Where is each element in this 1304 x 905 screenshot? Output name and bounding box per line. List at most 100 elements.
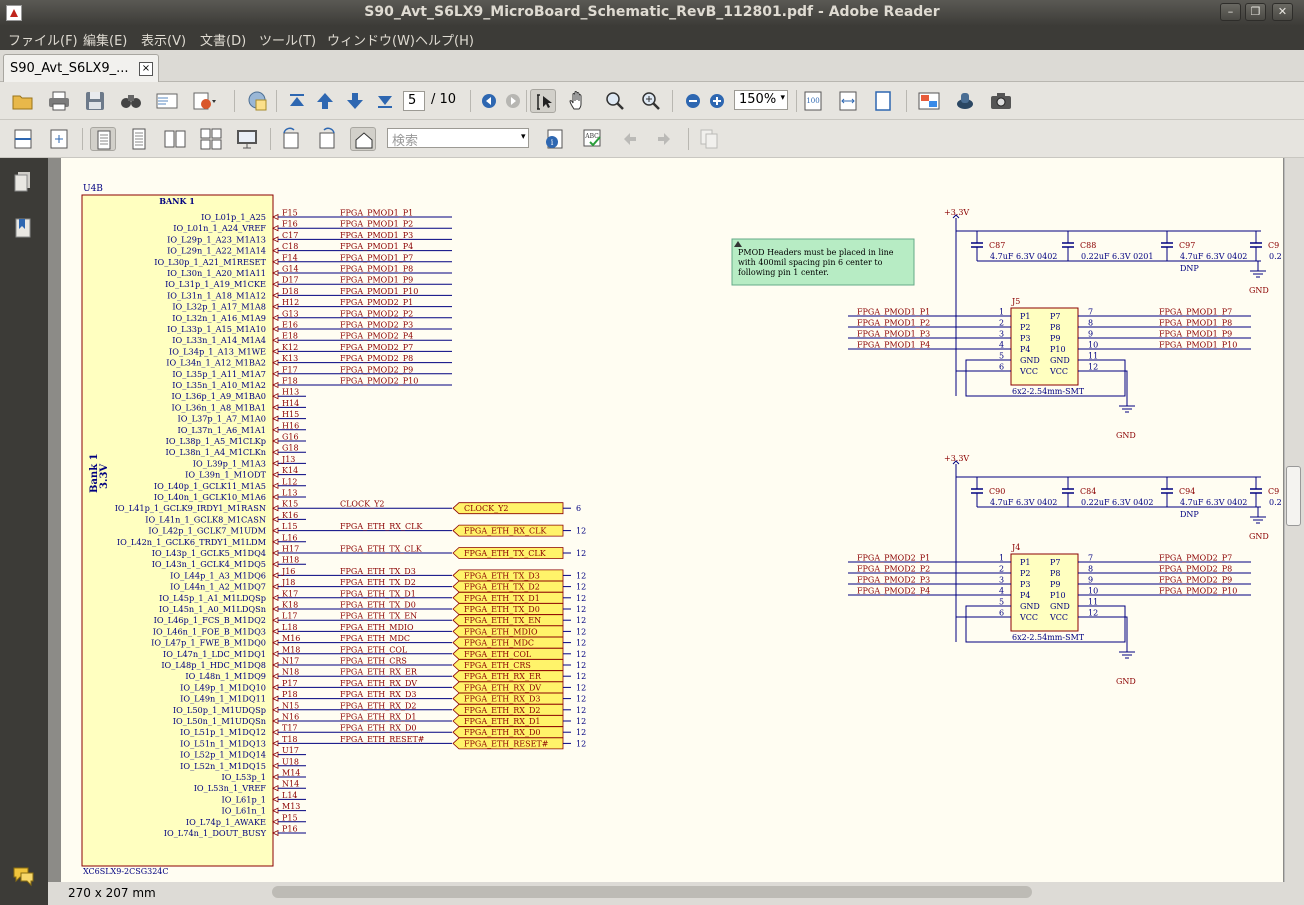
zoom-level-select[interactable]: 150%▾ [734,90,788,110]
menu-document[interactable]: 文書(D) [200,34,247,49]
document-tab[interactable]: S90_Avt_S6LX9_... × [3,54,159,82]
fit-page-icon[interactable] [870,89,896,113]
menu-help[interactable]: ヘルプ(H) [415,34,474,49]
comments-panel-icon[interactable] [12,863,34,887]
select-tool-icon[interactable] [530,89,556,113]
save-icon[interactable] [82,89,108,113]
pin-arrow-icon [272,415,279,422]
note-line-3: following pin 1 center. [738,268,829,277]
full-screen-icon[interactable] [46,127,72,151]
document-properties-icon[interactable]: i [542,127,568,151]
read-aloud-icon[interactable] [952,89,978,113]
bookmarks-panel-icon[interactable] [12,216,34,240]
tab-close-icon[interactable]: × [139,62,153,76]
header-pin-number: 1 [999,308,1004,317]
menu-tools[interactable]: ツール(T) [259,34,317,49]
first-page-icon[interactable] [284,89,310,113]
port-page-ref: 12 [576,594,586,603]
email-icon[interactable] [154,89,180,113]
pin-name: IO_L61p_1 [222,794,266,804]
ball-number: K15 [282,500,298,509]
actual-size-icon[interactable]: 100 [800,89,826,113]
pin-arrow-icon [272,337,279,344]
reading-mode-icon[interactable] [916,89,942,113]
cap-ref: C9 [1268,241,1279,250]
gnd-label: GND [1116,431,1136,440]
find-binoculars-icon[interactable] [118,89,144,113]
print-icon[interactable] [46,89,72,113]
last-page-icon[interactable] [372,89,398,113]
pin-arrow-icon [272,549,279,557]
header-pin-number: 8 [1088,319,1093,328]
split-view-icon[interactable] [10,127,36,151]
home-icon[interactable] [350,127,376,151]
hand-tool-icon[interactable] [566,89,592,113]
spell-check-icon[interactable]: ABC [580,127,606,151]
port-label: FPGA_ETH_TX_D0 [464,605,540,614]
header-pin-number: 9 [1088,330,1093,339]
pin-name: IO_L34p_1_A13_M1WE [169,346,266,356]
header-pin-name: P1 [1020,312,1030,321]
zoom-in-icon[interactable] [704,89,730,113]
vertical-scroll-thumb[interactable] [1286,466,1301,526]
pmod-net-label: FPGA_PMOD2_P9 [1159,576,1232,585]
minimize-button[interactable]: – [1220,3,1241,21]
rotate-right-icon[interactable] [314,127,340,151]
pin-name: IO_L33p_1_A15_M1A10 [167,324,266,334]
maximize-button[interactable]: ❐ [1245,3,1266,21]
go-back-icon[interactable] [476,89,502,113]
pin-arrow-icon [272,751,279,758]
go-forward-icon[interactable] [500,89,526,113]
copy-icon[interactable] [696,127,722,151]
horizontal-scroll-thumb[interactable] [272,886,1032,898]
port-page-ref: 6 [576,504,581,513]
header-pin-number: 12 [1088,363,1098,372]
header-pin-number: 10 [1088,341,1098,350]
zoom-out-icon[interactable] [680,89,706,113]
two-up-continuous-icon[interactable] [198,127,224,151]
menu-window[interactable]: ウィンドウ(W) [327,34,415,49]
port-label: FPGA_ETH_RX_D0 [464,728,540,737]
pmod-net-label: FPGA_PMOD1_P10 [1159,341,1237,350]
create-pdf-icon[interactable] [244,89,270,113]
page-number-input[interactable]: 5 [403,91,425,111]
next-page-icon[interactable] [342,89,368,113]
previous-page-icon[interactable] [312,89,338,113]
pmod-net-label: FPGA_PMOD1_P1 [857,308,930,317]
undo-icon[interactable] [616,127,642,151]
ball-number: T17 [282,724,298,733]
net-label: FPGA_ETH_RX_D3 [340,690,416,699]
menu-file[interactable]: ファイル(F) [8,34,78,49]
snapshot-camera-icon[interactable] [988,89,1014,113]
marquee-zoom-icon[interactable] [602,89,628,113]
pages-panel-icon[interactable] [12,170,34,194]
menu-view[interactable]: 表示(V) [141,34,187,49]
header-pin-number: 6 [999,363,1004,372]
presentation-icon[interactable] [234,127,260,151]
open-folder-icon[interactable] [10,89,36,113]
fit-width-icon[interactable] [835,89,861,113]
pdf-page: U4B BANK 1 Bank 1 3.3V XC6SLX9-2CSG324C … [61,158,1283,882]
search-dropdown-icon[interactable]: ▾ [521,132,526,142]
port-label: FPGA_ETH_CRS [464,661,531,670]
port-label: FPGA_ETH_TX_D3 [464,571,540,580]
two-up-view-icon[interactable] [162,127,188,151]
cap-value: 4.7uF 6.3V 0402 [1180,252,1247,261]
rotate-left-icon[interactable] [278,127,304,151]
share-dropdown-icon[interactable] [190,89,216,113]
search-input[interactable]: 検索 [387,128,529,149]
header-pin-name: P7 [1050,558,1060,567]
port-page-ref: 12 [576,605,586,614]
pin-arrow-icon [272,281,279,288]
dynamic-zoom-icon[interactable] [638,89,664,113]
continuous-view-icon[interactable] [126,127,152,151]
menu-edit[interactable]: 編集(E) [83,34,128,49]
svg-text:ABC: ABC [584,133,599,140]
close-button[interactable]: ✕ [1272,3,1293,21]
redo-icon[interactable] [652,127,678,151]
document-viewer[interactable]: U4B BANK 1 Bank 1 3.3V XC6SLX9-2CSG324C … [48,158,1304,882]
single-page-view-icon[interactable] [90,127,116,151]
pin-arrow-icon [272,561,279,568]
pin-arrow-icon [272,303,279,310]
header-pin-name: GND [1020,356,1040,365]
